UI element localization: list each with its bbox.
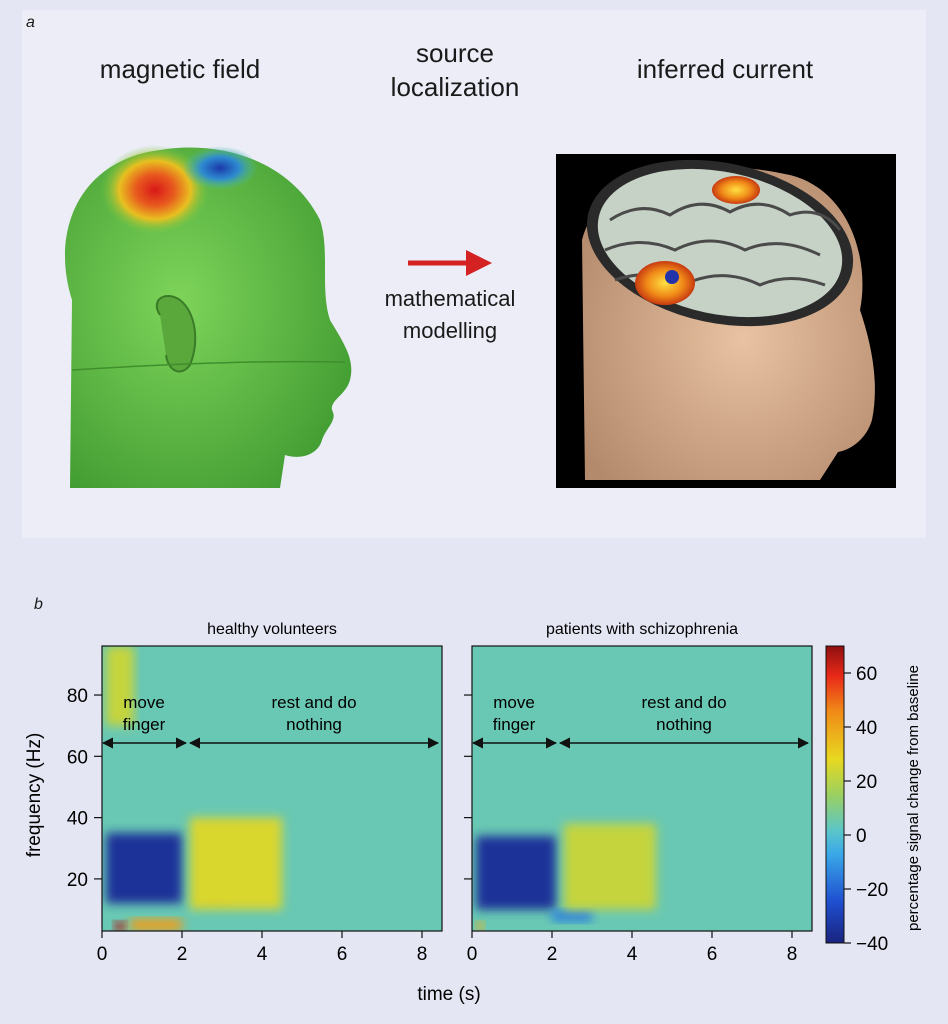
magnetic-field-title: magnetic field (99, 54, 261, 84)
mathematical-modelling-caption: mathematical modelling (360, 283, 540, 347)
panel-title: healthy volunteers (207, 621, 337, 638)
heatmap-region (476, 836, 556, 910)
move-finger-label: finger (493, 715, 536, 734)
x-tick-label: 6 (337, 944, 348, 965)
heatmap-region (190, 817, 282, 910)
panel-a-label: a (26, 14, 35, 31)
inferred-current-brain-image (556, 154, 896, 488)
heatmap-region (130, 918, 182, 931)
x-tick-label: 0 (467, 944, 478, 965)
panel-a-illustrations (65, 145, 896, 488)
rest-label: rest and do (641, 693, 726, 712)
x-tick-label: 4 (627, 944, 638, 965)
x-tick-label: 0 (97, 944, 108, 965)
y-tick-label: 80 (67, 686, 88, 707)
heatmap-panel-patients: patients with schizophrenia 0 2 4 6 8 move rest… (464, 621, 813, 965)
colorbar-tick-label: 40 (856, 718, 877, 739)
x-tick-label: 2 (547, 944, 558, 965)
magnetic-field-head-image (65, 145, 352, 488)
x-tick-label: 8 (787, 944, 798, 965)
rest-label: nothing (286, 715, 342, 734)
colorbar-tick-label: −20 (856, 880, 888, 901)
rest-label: rest and do (271, 693, 356, 712)
heatmap-region (564, 823, 656, 910)
colorbar-tick-label: 0 (856, 826, 867, 847)
x-tick-label: 2 (177, 944, 188, 965)
x-tick-label: 6 (707, 944, 718, 965)
y-tick-label: 60 (67, 747, 88, 768)
rest-label: nothing (656, 715, 712, 734)
colorbar-tick-label: −40 (856, 934, 888, 955)
source-localization-title: source localization (370, 36, 540, 104)
move-finger-label: finger (123, 715, 166, 734)
modelling-arrow (408, 250, 492, 276)
source-localization-line2: localization (390, 72, 520, 102)
mathematical-modelling-line2: modelling (402, 318, 498, 343)
move-finger-label: move (123, 693, 165, 712)
heatmap-region (106, 646, 134, 726)
y-tick-label: 40 (67, 809, 88, 830)
y-axis-label: frequency (Hz) (24, 733, 45, 858)
panel-b-label: b (34, 596, 43, 613)
heatmap-region (106, 832, 182, 904)
colorbar: −40 −20 0 20 40 60 (825, 645, 888, 955)
x-tick-label: 4 (257, 944, 268, 965)
move-finger-label: move (493, 693, 535, 712)
heatmap-panel-healthy: healthy volunteers 0 2 4 6 8 20 40 60 80 move rest … (67, 621, 443, 965)
heatmap-region (552, 909, 592, 922)
source-localization-line1: source (415, 38, 495, 68)
mathematical-modelling-line1: mathematical (384, 286, 516, 311)
colorbar-tick-label: 20 (856, 772, 877, 793)
x-tick-label: 8 (417, 944, 428, 965)
panel-title: patients with schizophrenia (546, 621, 738, 638)
heatmap-region (114, 921, 126, 931)
heatmap-region (476, 921, 484, 931)
y-tick-label: 20 (67, 870, 88, 891)
inferred-current-title: inferred current (636, 54, 814, 84)
colorbar-tick-label: 60 (856, 664, 877, 685)
colorbar-label: percentage signal change from baseline (905, 665, 922, 931)
x-axis-label: time (s) (417, 984, 480, 1005)
